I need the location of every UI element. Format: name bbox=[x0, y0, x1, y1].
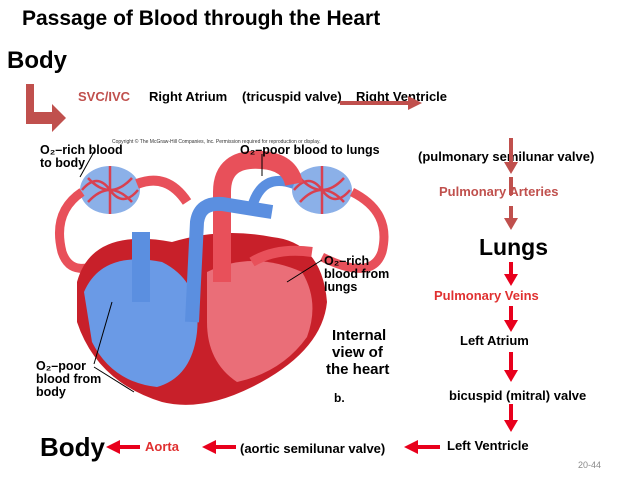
panel-label: b. bbox=[334, 391, 345, 405]
o2-rich-to-body-line1: O₂–rich blood bbox=[40, 143, 123, 157]
right-heart-chambers bbox=[84, 259, 198, 387]
right-atrium-label: Right Atrium bbox=[149, 89, 228, 104]
copyright-text: Copyright © The McGraw-Hill Companies, I… bbox=[112, 138, 321, 145]
arrow-aortic-valve-to-aorta bbox=[202, 440, 236, 454]
o2-poor-from-body-line3: body bbox=[36, 385, 66, 399]
body-label-top: Body bbox=[7, 47, 67, 74]
right-loop-vessel bbox=[319, 187, 389, 273]
body-label-bottom: Body bbox=[40, 432, 105, 462]
aortic-semilunar-label: (aortic semilunar valve) bbox=[240, 441, 386, 456]
arrow-to-left-atrium bbox=[504, 306, 518, 332]
pulmonary-arteries-label: Pulmonary Arteries bbox=[439, 184, 559, 199]
pulmonary-trunk bbox=[185, 196, 274, 323]
slide-number: 20-44 bbox=[578, 460, 602, 470]
page-title: Passage of Blood through the Heart bbox=[22, 7, 381, 30]
bent-entry-arrow bbox=[26, 84, 66, 132]
bicuspid-valve-label: bicuspid (mitral) valve bbox=[449, 388, 587, 403]
arrow-to-left-ventricle bbox=[504, 404, 518, 432]
capillary-bed-right bbox=[292, 166, 352, 214]
o2-poor-from-body-line2: blood from bbox=[36, 372, 101, 386]
left-heart-chambers bbox=[207, 261, 313, 382]
left-ventricle-label: Left Ventricle bbox=[447, 438, 529, 453]
o2-rich-from-lungs-line2: blood from bbox=[324, 267, 389, 281]
heart-diagram: Copyright © The McGraw-Hill Companies, I… bbox=[36, 138, 389, 405]
arrow-aorta-to-body bbox=[106, 440, 140, 454]
lungs-label: Lungs bbox=[479, 234, 548, 260]
left-atrium-label: Left Atrium bbox=[460, 333, 529, 348]
pulmonary-veins bbox=[249, 245, 313, 267]
arrow-to-lungs bbox=[504, 206, 518, 230]
tricuspid-valve-label: (tricuspid valve) bbox=[242, 89, 342, 104]
arrow-to-bicuspid bbox=[504, 352, 518, 382]
top-left-vessel bbox=[135, 175, 192, 205]
vena-cava bbox=[132, 232, 150, 302]
capillary-bed-left bbox=[80, 166, 140, 214]
o2-rich-from-lungs-line1: O₂–rich bbox=[324, 254, 369, 268]
o2-poor-from-body-line1: O₂–poor bbox=[36, 359, 86, 373]
svc-ivc-label: SVC/IVC bbox=[78, 89, 131, 104]
o2-rich-to-body-line2: to body bbox=[40, 156, 85, 170]
internal-view-line2: view of bbox=[332, 344, 384, 361]
internal-view-line3: the heart bbox=[326, 361, 389, 378]
o2-rich-from-lungs-line3: lungs bbox=[324, 280, 357, 294]
o2-poor-to-lungs: O₂–poor blood to lungs bbox=[240, 143, 380, 157]
pulmonary-veins-label: Pulmonary Veins bbox=[434, 288, 539, 303]
arrow-left-ventricle-to-aortic-valve bbox=[404, 440, 440, 454]
leader-lines bbox=[79, 149, 323, 393]
aorta-label: Aorta bbox=[145, 439, 179, 454]
internal-view-line1: Internal bbox=[332, 327, 386, 344]
pulmonary-semilunar-label: (pulmonary semilunar valve) bbox=[418, 149, 595, 164]
arrow-to-pulmonary-veins bbox=[504, 262, 518, 286]
right-ventricle-label: Right Ventricle bbox=[356, 89, 448, 104]
